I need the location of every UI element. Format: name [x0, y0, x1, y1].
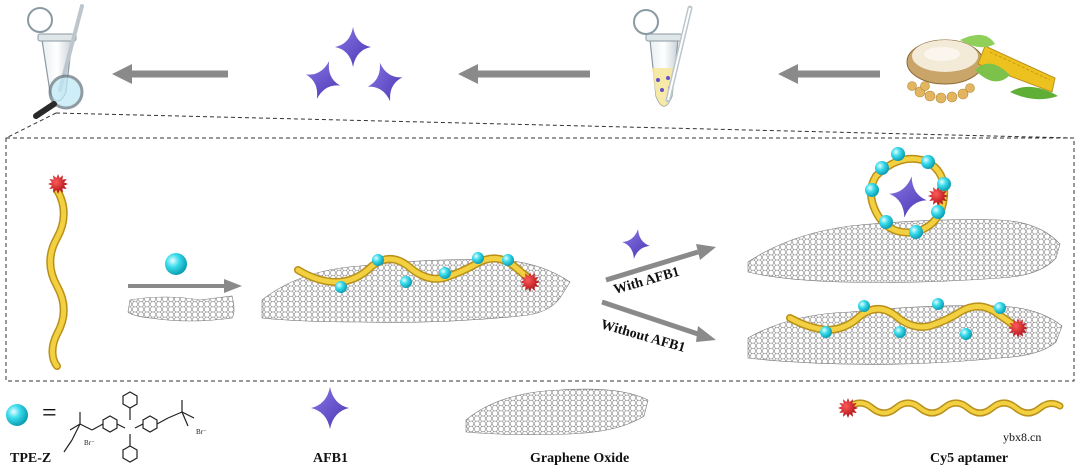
legend-graphene-label: Graphene Oxide — [530, 451, 629, 466]
arrow-head — [778, 64, 798, 84]
detection-tube-magnifier-icon — [27, 4, 84, 119]
tpe-bead-adsorbed — [502, 254, 514, 266]
tpe-z-bead — [165, 253, 187, 275]
legend-equals-sign: = — [42, 398, 57, 427]
graphene-with-adsorbed-aptamer — [261, 254, 571, 323]
cy5-dye-layer — [48, 174, 1028, 418]
legend-graphene-sheet — [465, 388, 649, 435]
arrow-head — [112, 64, 132, 84]
process-dashed-frame — [5, 112, 1075, 382]
arrow-with-afb1 — [605, 249, 699, 283]
without-afb1-label: Without AFB1 — [599, 317, 687, 355]
legend-tpe-bead — [6, 404, 28, 426]
tpe-bead-aggregated — [909, 225, 923, 239]
arrow-without-afb1 — [601, 299, 699, 337]
watermark-text: ybx8.cn — [1003, 430, 1041, 444]
food-sample-illustration — [906, 34, 1058, 104]
tpe-z-structure — [63, 391, 195, 463]
legend-br-anion-left: Br⁻ — [84, 439, 95, 447]
legend-br-anion-right: Br⁻ — [196, 428, 207, 436]
tpe-bead-aggregated — [865, 183, 879, 197]
extraction-tube-icon — [633, 5, 693, 107]
free-cy5-aptamer — [46, 186, 68, 370]
tpe-bead-without-afb1 — [932, 298, 944, 310]
cy5-dye-without-afb1 — [1008, 318, 1028, 338]
afb1-star-input — [622, 229, 650, 259]
tpe-bead-without-afb1 — [820, 326, 832, 338]
cy5-dye-adsorbed — [520, 272, 540, 292]
tpe-bead-adsorbed — [372, 254, 384, 266]
legend-afb1-star — [311, 387, 349, 429]
cy5-dye-with-afb1 — [928, 186, 948, 206]
arrow-head — [224, 279, 242, 293]
tpe-bead-layer — [335, 147, 1006, 340]
tpe-bead-without-afb1 — [994, 302, 1006, 314]
cy5-dye-free-aptamer — [48, 174, 68, 194]
legend: = Br⁻ Br⁻ TPE-Z AFB1 Graphene Oxide Cy5 … — [6, 387, 1064, 466]
legend-cy5-dye — [838, 398, 858, 418]
tpe-bead-adsorbed — [439, 267, 451, 279]
tpe-bead-without-afb1 — [894, 326, 906, 338]
tpe-bead-aggregated — [931, 205, 945, 219]
legend-afb1-label: AFB1 — [313, 451, 348, 466]
arrow-head — [458, 64, 478, 84]
tpe-bead-adsorbed — [335, 281, 347, 293]
tpe-bead-aggregated — [879, 215, 893, 229]
tpe-bead-aggregated — [875, 161, 889, 175]
arrow-head — [696, 326, 716, 342]
tpe-bead-adsorbed — [472, 252, 484, 264]
tpe-bead-aggregated — [891, 147, 905, 161]
afb1-molecules-cluster — [305, 27, 403, 102]
small-graphene-sheet — [127, 295, 235, 322]
tpe-bead-adsorbed — [400, 276, 412, 288]
tpe-bead-aggregated — [937, 177, 951, 191]
tpe-bead-without-afb1 — [960, 328, 972, 340]
tpe-bead-aggregated — [921, 155, 935, 169]
legend-tpe-z-label: TPE-Z — [10, 451, 51, 466]
legend-cy5-aptamer-label: Cy5 aptamer — [930, 451, 1008, 466]
arrow-head — [696, 244, 716, 260]
tpe-bead-without-afb1 — [858, 300, 870, 312]
result-with-afb1 — [747, 154, 1061, 283]
